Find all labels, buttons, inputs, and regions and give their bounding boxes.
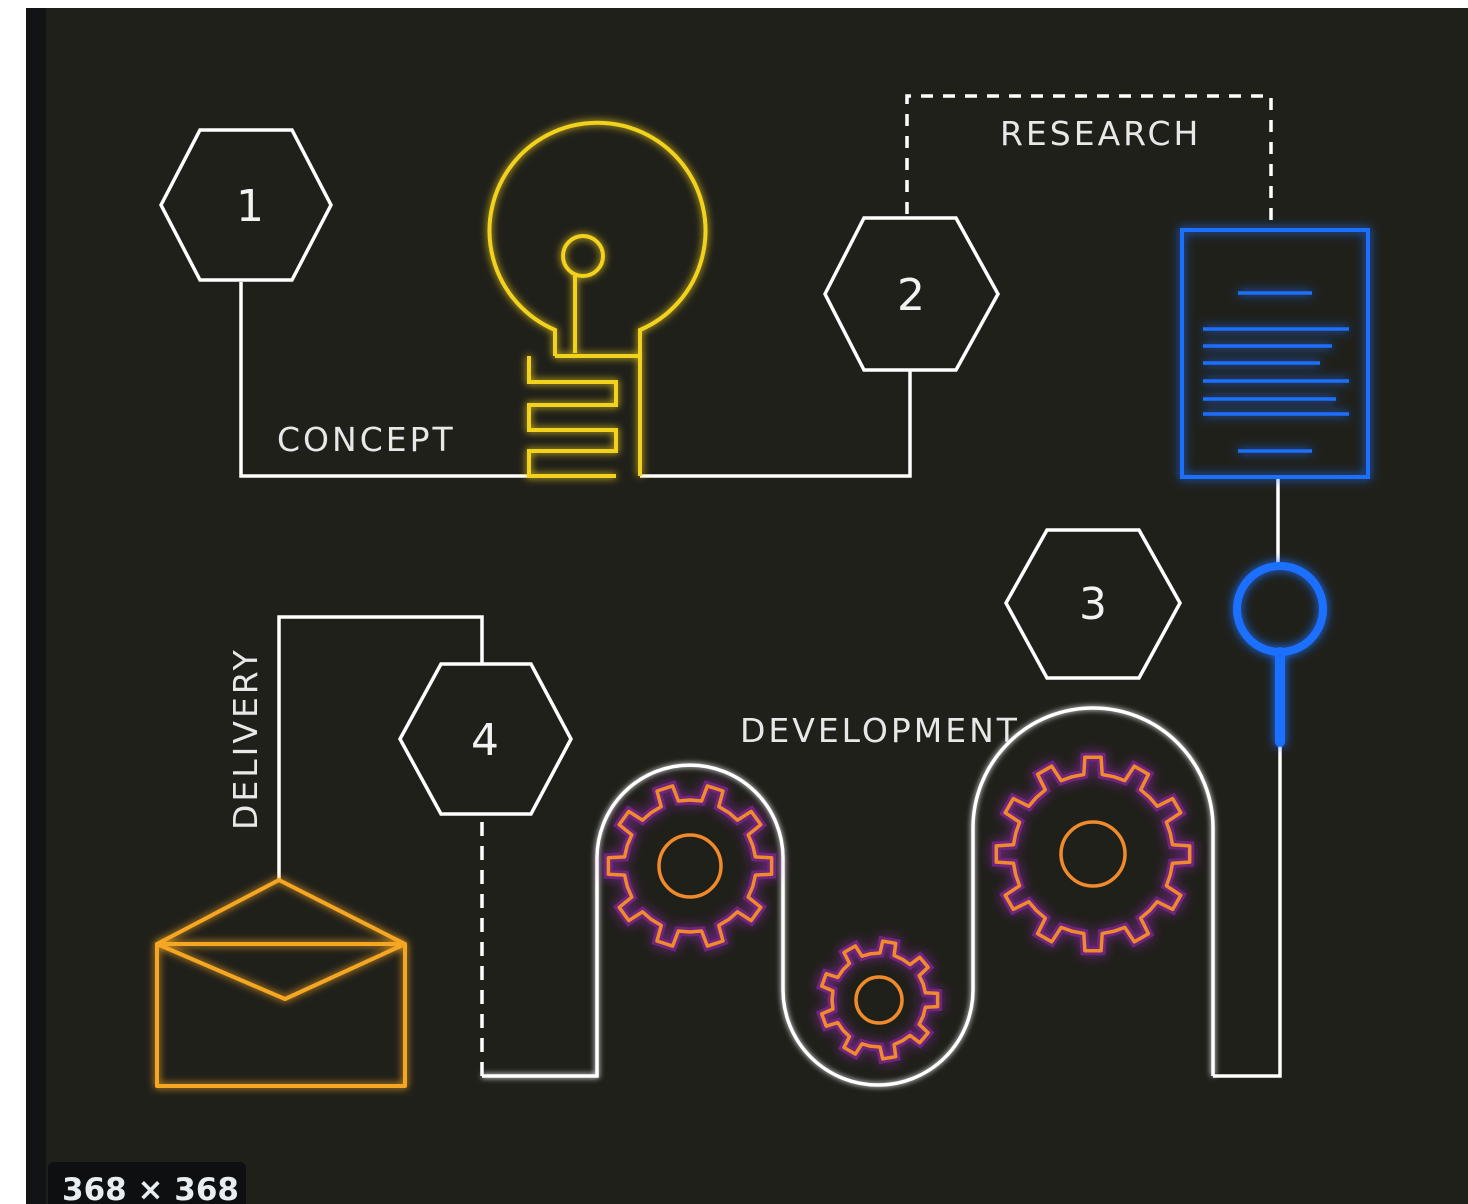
delivery-label: DELIVERY bbox=[226, 647, 265, 830]
hexagon-4: 4 bbox=[398, 662, 573, 816]
research-label: RESEARCH bbox=[1000, 114, 1201, 153]
gears-icon bbox=[603, 752, 1195, 1065]
step-number: 3 bbox=[1079, 579, 1107, 630]
concept-to-research-connector bbox=[640, 370, 912, 478]
image-size-badge: 368 × 368 bbox=[48, 1162, 246, 1204]
step-number: 1 bbox=[236, 181, 264, 232]
gear-large bbox=[991, 752, 1195, 956]
diagram-canvas bbox=[46, 8, 1468, 1204]
delivery-connector bbox=[277, 615, 484, 880]
connector-lines bbox=[239, 94, 1282, 1087]
development-label: DEVELOPMENT bbox=[740, 711, 1020, 750]
document-magnifier-icon bbox=[1180, 228, 1370, 747]
gear-medium bbox=[603, 780, 777, 952]
gear-large-outline bbox=[994, 755, 1192, 953]
development-connector bbox=[1213, 742, 1282, 1078]
gear-small bbox=[816, 935, 943, 1065]
concept-connector bbox=[239, 282, 616, 478]
hexagon-1: 1 bbox=[159, 128, 333, 282]
gear-small-hub bbox=[854, 975, 904, 1025]
development-wave bbox=[482, 706, 1215, 1087]
concept-label: CONCEPT bbox=[277, 420, 456, 459]
gear-small-outline bbox=[819, 939, 940, 1061]
image-left-edge bbox=[26, 8, 46, 1204]
step-number: 2 bbox=[897, 270, 925, 321]
gear-large-hub bbox=[1059, 820, 1127, 888]
lightbulb-icon bbox=[487, 120, 708, 478]
hexagon-3: 3 bbox=[1003, 528, 1183, 680]
gear-medium-hub bbox=[657, 833, 723, 899]
envelope-icon bbox=[155, 878, 407, 1088]
gear-medium-glow bbox=[603, 780, 777, 952]
step-number: 4 bbox=[471, 715, 499, 766]
hexagon-2: 2 bbox=[823, 216, 1000, 372]
gear-large-glow bbox=[991, 752, 1195, 956]
gear-medium-outline bbox=[606, 784, 774, 948]
